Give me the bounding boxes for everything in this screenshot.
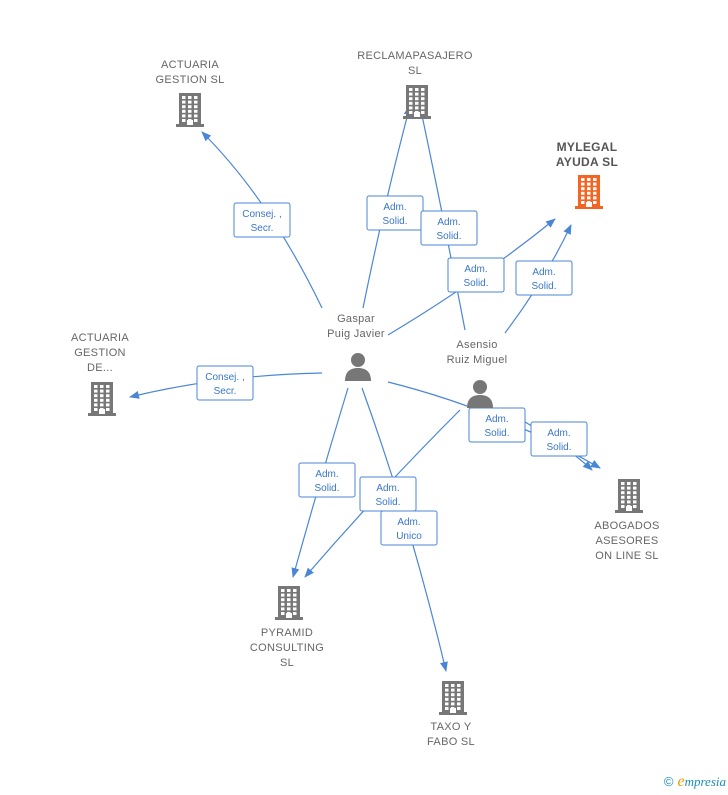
edge-label[interactable]: Adm. Unico: [380, 510, 438, 546]
edge-label[interactable]: Adm. Solid.: [359, 476, 417, 512]
edge-label-text: Adm.: [437, 217, 460, 228]
edge-label-box: [468, 407, 526, 443]
node-label-taxo[interactable]: TAXO Y FABO SL: [427, 721, 475, 748]
edge-label-text: Unico: [396, 531, 422, 542]
edge-label-text: Adm.: [397, 517, 420, 528]
node-label-abogados[interactable]: ABOGADOS ASESORES ON LINE SL: [594, 520, 660, 562]
edge-label-text: Solid.: [484, 428, 509, 439]
building-icon[interactable]: [439, 681, 467, 720]
edge-label-text: Solid.: [375, 497, 400, 508]
edge-label-text: Solid.: [314, 483, 339, 494]
building-icon[interactable]: [615, 479, 643, 518]
edge-label-text: Consej. ,: [242, 209, 281, 220]
node-label-gaspar[interactable]: Gaspar Puig Javier: [327, 313, 385, 340]
edge-label-text: Solid.: [546, 442, 571, 453]
edge-label-box: [447, 257, 505, 293]
edge-label-text: Adm.: [383, 202, 406, 213]
node-label-asensio[interactable]: Asensio Ruiz Miguel: [446, 339, 508, 366]
edge-label-text: Adm.: [315, 469, 338, 480]
edge-label-text: Adm.: [464, 264, 487, 275]
node-label-actuaria-gestion-de[interactable]: ACTUARIA GESTION DE...: [70, 332, 130, 374]
node-label-actuaria-gestion-sl[interactable]: ACTUARIA GESTION SL: [155, 59, 225, 86]
edge-label[interactable]: Adm. Solid.: [515, 260, 573, 296]
edge-label-text: Adm.: [532, 267, 555, 278]
building-icon[interactable]: [575, 175, 603, 214]
edge-label-text: Consej. ,: [205, 372, 244, 383]
edge-label-text: Solid.: [463, 278, 488, 289]
edge-label[interactable]: Adm. Solid.: [420, 210, 478, 246]
brand-name: mpresia: [684, 774, 726, 789]
edge-label-box: [420, 210, 478, 246]
brand-logo-e: e: [677, 773, 685, 790]
building-icon[interactable]: [88, 382, 116, 421]
edge-label[interactable]: Adm. Solid.: [447, 257, 505, 293]
edge-label-text: Secr.: [214, 386, 237, 397]
edge-label-box: [196, 365, 254, 401]
edge-label-box: [298, 462, 356, 498]
edge-label[interactable]: Adm. Solid.: [366, 195, 424, 231]
edge-label[interactable]: Consej. , Secr.: [196, 365, 254, 401]
copyright-symbol: ©: [663, 774, 674, 789]
building-icon[interactable]: [275, 586, 303, 625]
edge-label-text: Adm.: [485, 414, 508, 425]
building-icon[interactable]: [403, 85, 431, 124]
edge-label-box: [233, 202, 291, 238]
brand-footer: ©empresia: [664, 773, 726, 791]
edge-asensio-to-reclamapasajero-sl: [417, 105, 466, 331]
node-label-reclamapasajero-sl[interactable]: RECLAMAPASAJERO SL: [357, 50, 473, 77]
edge-label-text: Solid.: [436, 231, 461, 242]
node-label-mylegal-ayuda-sl[interactable]: MYLEGAL AYUDA SL: [555, 140, 619, 169]
edge-label[interactable]: Adm. Solid.: [468, 407, 526, 443]
building-icon[interactable]: [176, 93, 204, 132]
edge-label-text: Adm.: [547, 428, 570, 439]
edge-label-box: [530, 421, 588, 457]
edge-label-text: Solid.: [531, 281, 556, 292]
node-label-pyramid[interactable]: PYRAMID CONSULTING SL: [249, 627, 325, 669]
edge-label-box: [515, 260, 573, 296]
person-icon[interactable]: [343, 351, 373, 386]
edge-label[interactable]: Consej. , Secr.: [233, 202, 291, 238]
edge-label-box: [380, 510, 438, 546]
person-icon[interactable]: [465, 378, 495, 413]
edge-label-text: Solid.: [382, 216, 407, 227]
edge-label-text: Secr.: [251, 223, 274, 234]
edge-label[interactable]: Adm. Solid.: [530, 421, 588, 457]
edge-label-text: Adm.: [376, 483, 399, 494]
edge-label[interactable]: Adm. Solid.: [298, 462, 356, 498]
